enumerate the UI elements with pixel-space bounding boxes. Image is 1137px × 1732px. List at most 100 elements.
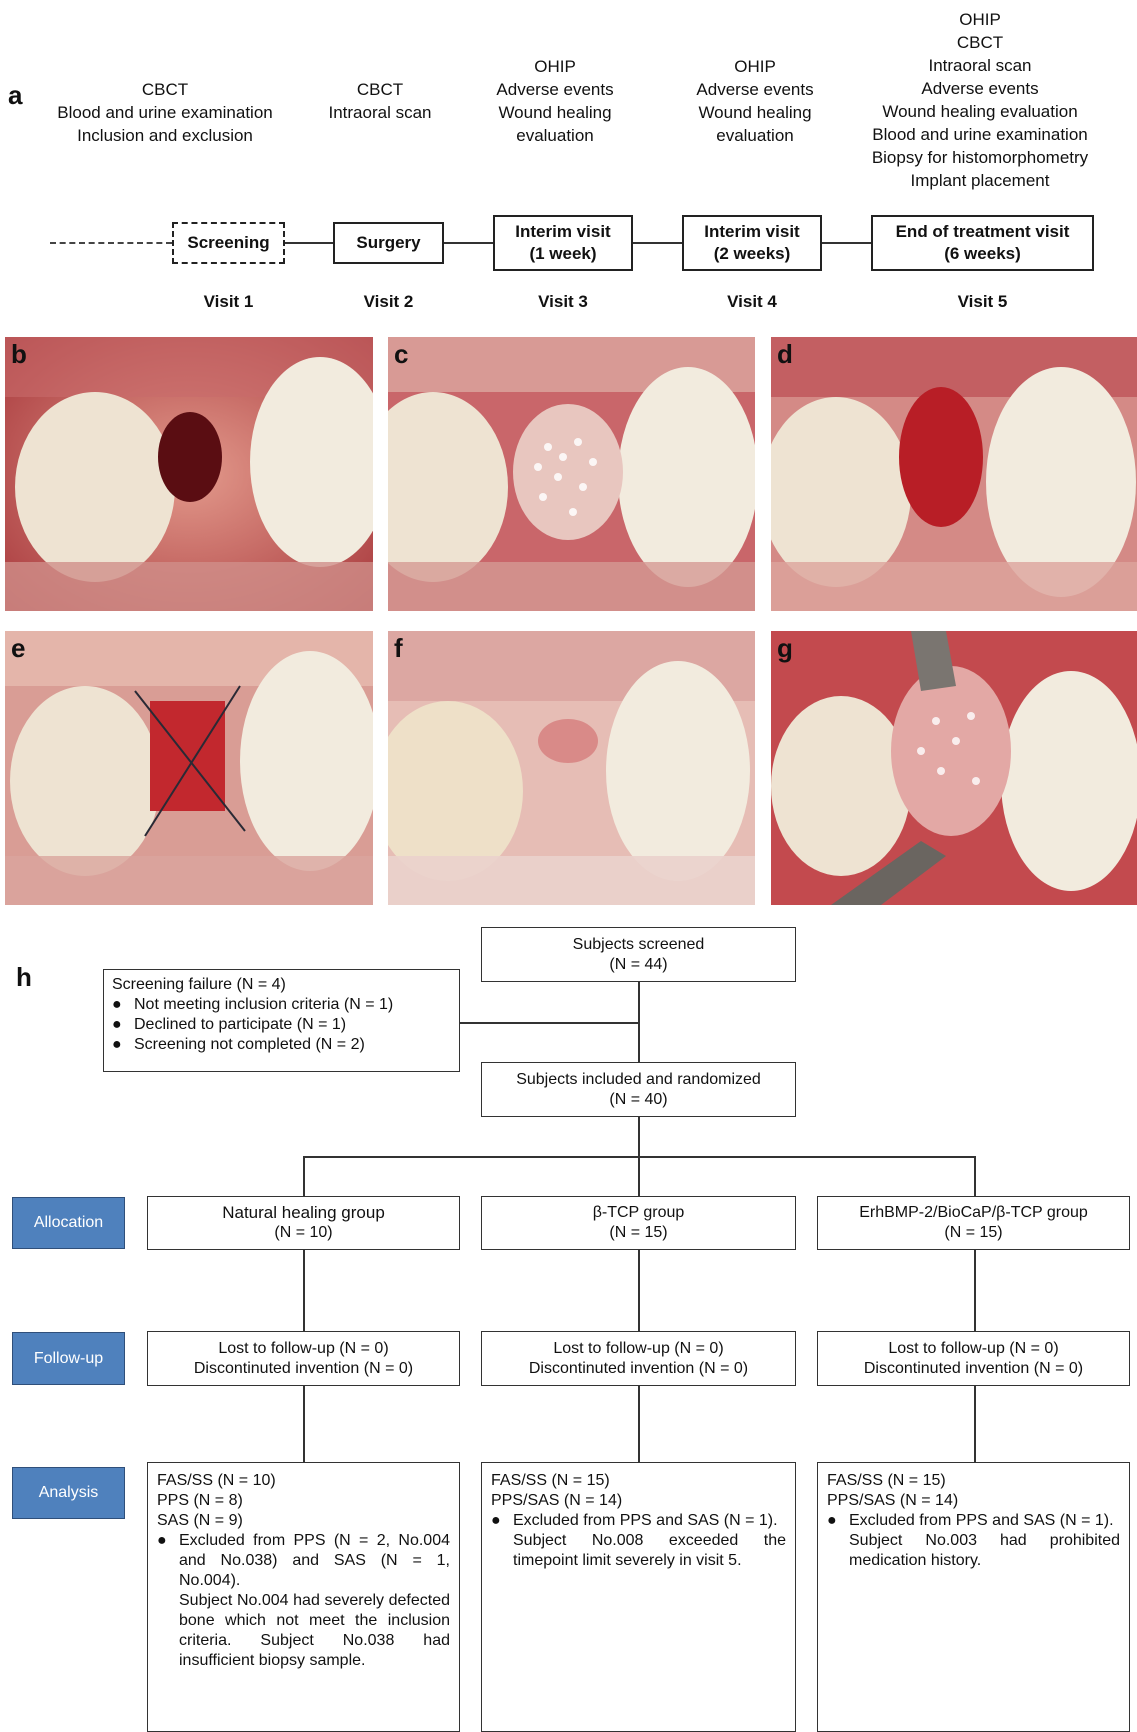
- photo-d: d: [771, 337, 1137, 611]
- photo-g: g: [771, 631, 1137, 905]
- lost-followup-text: Lost to follow-up (N = 0): [818, 1339, 1129, 1359]
- flow-connector: [638, 1117, 640, 1157]
- analysis-note: Subject No.004 had severely defected bon…: [157, 1591, 450, 1671]
- analysis-box-btcp: FAS/SS (N = 15) PPS/SAS (N = 14) ●Exclud…: [481, 1462, 796, 1732]
- photo-g-letter: g: [777, 633, 793, 664]
- flow-connector: [974, 1156, 976, 1196]
- timeline-dashed-lead: [50, 242, 172, 244]
- lost-followup-text: Lost to follow-up (N = 0): [148, 1339, 459, 1359]
- lost-followup-text: Lost to follow-up (N = 0): [482, 1339, 795, 1359]
- analysis-line: PPS/SAS (N = 14): [491, 1491, 786, 1511]
- photo-f-letter: f: [394, 633, 403, 664]
- timeline-connector: [633, 242, 682, 244]
- list-item: ●Excluded from PPS (N = 2, No.004 and No…: [157, 1531, 450, 1591]
- interim-2weeks-box: Interim visit (2 weeks): [682, 215, 822, 271]
- group-name: Natural healing group: [148, 1203, 459, 1223]
- analysis-note: Subject No.003 had prohibited medication…: [827, 1531, 1120, 1571]
- analysis-label: Analysis: [12, 1467, 125, 1519]
- photo-b: b: [5, 337, 373, 611]
- screening-box: Screening: [172, 222, 285, 264]
- photo-f: f: [388, 631, 755, 905]
- photo-e-illustration: [5, 631, 373, 905]
- followup-box-natural: Lost to follow-up (N = 0) Discontinuted …: [147, 1331, 460, 1386]
- analysis-line: PPS/SAS (N = 14): [827, 1491, 1120, 1511]
- analysis-box-erhbmp: FAS/SS (N = 15) PPS/SAS (N = 14) ●Exclud…: [817, 1462, 1130, 1732]
- photo-b-letter: b: [11, 339, 27, 370]
- panel-a-letter: a: [8, 80, 22, 111]
- randomized-n: (N = 40): [482, 1090, 795, 1110]
- photo-e: e: [5, 631, 373, 905]
- timeline-connector: [822, 242, 871, 244]
- list-item: ●Declined to participate (N = 1): [112, 1015, 451, 1035]
- list-item: ●Screening not completed (N = 2): [112, 1035, 451, 1055]
- photo-c-illustration: [388, 337, 755, 611]
- end-of-treatment-box: End of treatment visit (6 weeks): [871, 215, 1094, 271]
- followup-box-erhbmp: Lost to follow-up (N = 0) Discontinuted …: [817, 1331, 1130, 1386]
- analysis-line: FAS/SS (N = 15): [491, 1471, 786, 1491]
- visit1-label: Visit 1: [172, 292, 285, 312]
- list-item: ●Excluded from PPS and SAS (N = 1).: [827, 1511, 1120, 1531]
- group-n: (N = 15): [818, 1223, 1129, 1243]
- visit2-label: Visit 2: [333, 292, 444, 312]
- photo-d-letter: d: [777, 339, 793, 370]
- flow-connector: [638, 982, 640, 1062]
- discontinued-text: Discontinuted invention (N = 0): [818, 1359, 1129, 1379]
- flow-connector: [638, 1250, 640, 1331]
- followup-label: Follow-up: [12, 1332, 125, 1385]
- visit1-activities: CBCT Blood and urine examination Inclusi…: [30, 78, 300, 147]
- followup-box-btcp: Lost to follow-up (N = 0) Discontinuted …: [481, 1331, 796, 1386]
- analysis-line: FAS/SS (N = 15): [827, 1471, 1120, 1491]
- panel-h-letter: h: [16, 962, 32, 993]
- visit5-activities: OHIP CBCT Intraoral scan Adverse events …: [850, 8, 1110, 192]
- list-item: ●Not meeting inclusion criteria (N = 1): [112, 995, 451, 1015]
- randomized-box: Subjects included and randomized (N = 40…: [481, 1062, 796, 1117]
- subjects-screened-box: Subjects screened (N = 44): [481, 927, 796, 982]
- group-box-natural: Natural healing group (N = 10): [147, 1196, 460, 1250]
- group-box-erhbmp: ErhBMP-2/BioCaP/β-TCP group (N = 15): [817, 1196, 1130, 1250]
- group-name: β-TCP group: [482, 1203, 795, 1223]
- group-box-btcp: β-TCP group (N = 15): [481, 1196, 796, 1250]
- group-n: (N = 15): [482, 1223, 795, 1243]
- surgery-box: Surgery: [333, 222, 444, 264]
- analysis-line: FAS/SS (N = 10): [157, 1471, 450, 1491]
- flow-connector: [974, 1250, 976, 1331]
- group-n: (N = 10): [148, 1223, 459, 1243]
- photo-e-letter: e: [11, 633, 25, 664]
- discontinued-text: Discontinuted invention (N = 0): [482, 1359, 795, 1379]
- discontinued-text: Discontinuted invention (N = 0): [148, 1359, 459, 1379]
- flow-connector: [303, 1386, 305, 1462]
- visit3-label: Visit 3: [493, 292, 633, 312]
- group-name: ErhBMP-2/BioCaP/β-TCP group: [818, 1203, 1129, 1223]
- flow-connector: [303, 1156, 305, 1196]
- flow-connector: [974, 1386, 976, 1462]
- screening-failure-title: Screening failure (N = 4): [112, 975, 451, 995]
- visit5-label: Visit 5: [871, 292, 1094, 312]
- analysis-note: Subject No.008 exceeded the timepoint li…: [491, 1531, 786, 1571]
- flow-connector: [303, 1250, 305, 1331]
- flow-connector: [638, 1386, 640, 1462]
- analysis-line: PPS (N = 8): [157, 1491, 450, 1511]
- timeline-connector: [285, 242, 333, 244]
- timeline-connector: [444, 242, 493, 244]
- visit3-activities: OHIP Adverse events Wound healing evalua…: [470, 55, 640, 147]
- analysis-box-natural: FAS/SS (N = 10) PPS (N = 8) SAS (N = 9) …: [147, 1462, 460, 1732]
- photo-c: c: [388, 337, 755, 611]
- photo-d-illustration: [771, 337, 1137, 611]
- visit4-activities: OHIP Adverse events Wound healing evalua…: [670, 55, 840, 147]
- photo-c-letter: c: [394, 339, 408, 370]
- allocation-label: Allocation: [12, 1197, 125, 1249]
- interim-1week-box: Interim visit (1 week): [493, 215, 633, 271]
- flow-connector: [460, 1022, 638, 1024]
- list-item: ●Excluded from PPS and SAS (N = 1).: [491, 1511, 786, 1531]
- screening-failure-box: Screening failure (N = 4) ●Not meeting i…: [103, 969, 460, 1072]
- photo-g-illustration: [771, 631, 1137, 905]
- screened-title: Subjects screened: [482, 935, 795, 955]
- flow-connector: [638, 1156, 640, 1196]
- photo-b-illustration: [5, 337, 373, 611]
- visit2-activities: CBCT Intraoral scan: [300, 78, 460, 124]
- analysis-line: SAS (N = 9): [157, 1511, 450, 1531]
- visit4-label: Visit 4: [682, 292, 822, 312]
- screened-n: (N = 44): [482, 955, 795, 975]
- randomized-title: Subjects included and randomized: [482, 1070, 795, 1090]
- photo-f-illustration: [388, 631, 755, 905]
